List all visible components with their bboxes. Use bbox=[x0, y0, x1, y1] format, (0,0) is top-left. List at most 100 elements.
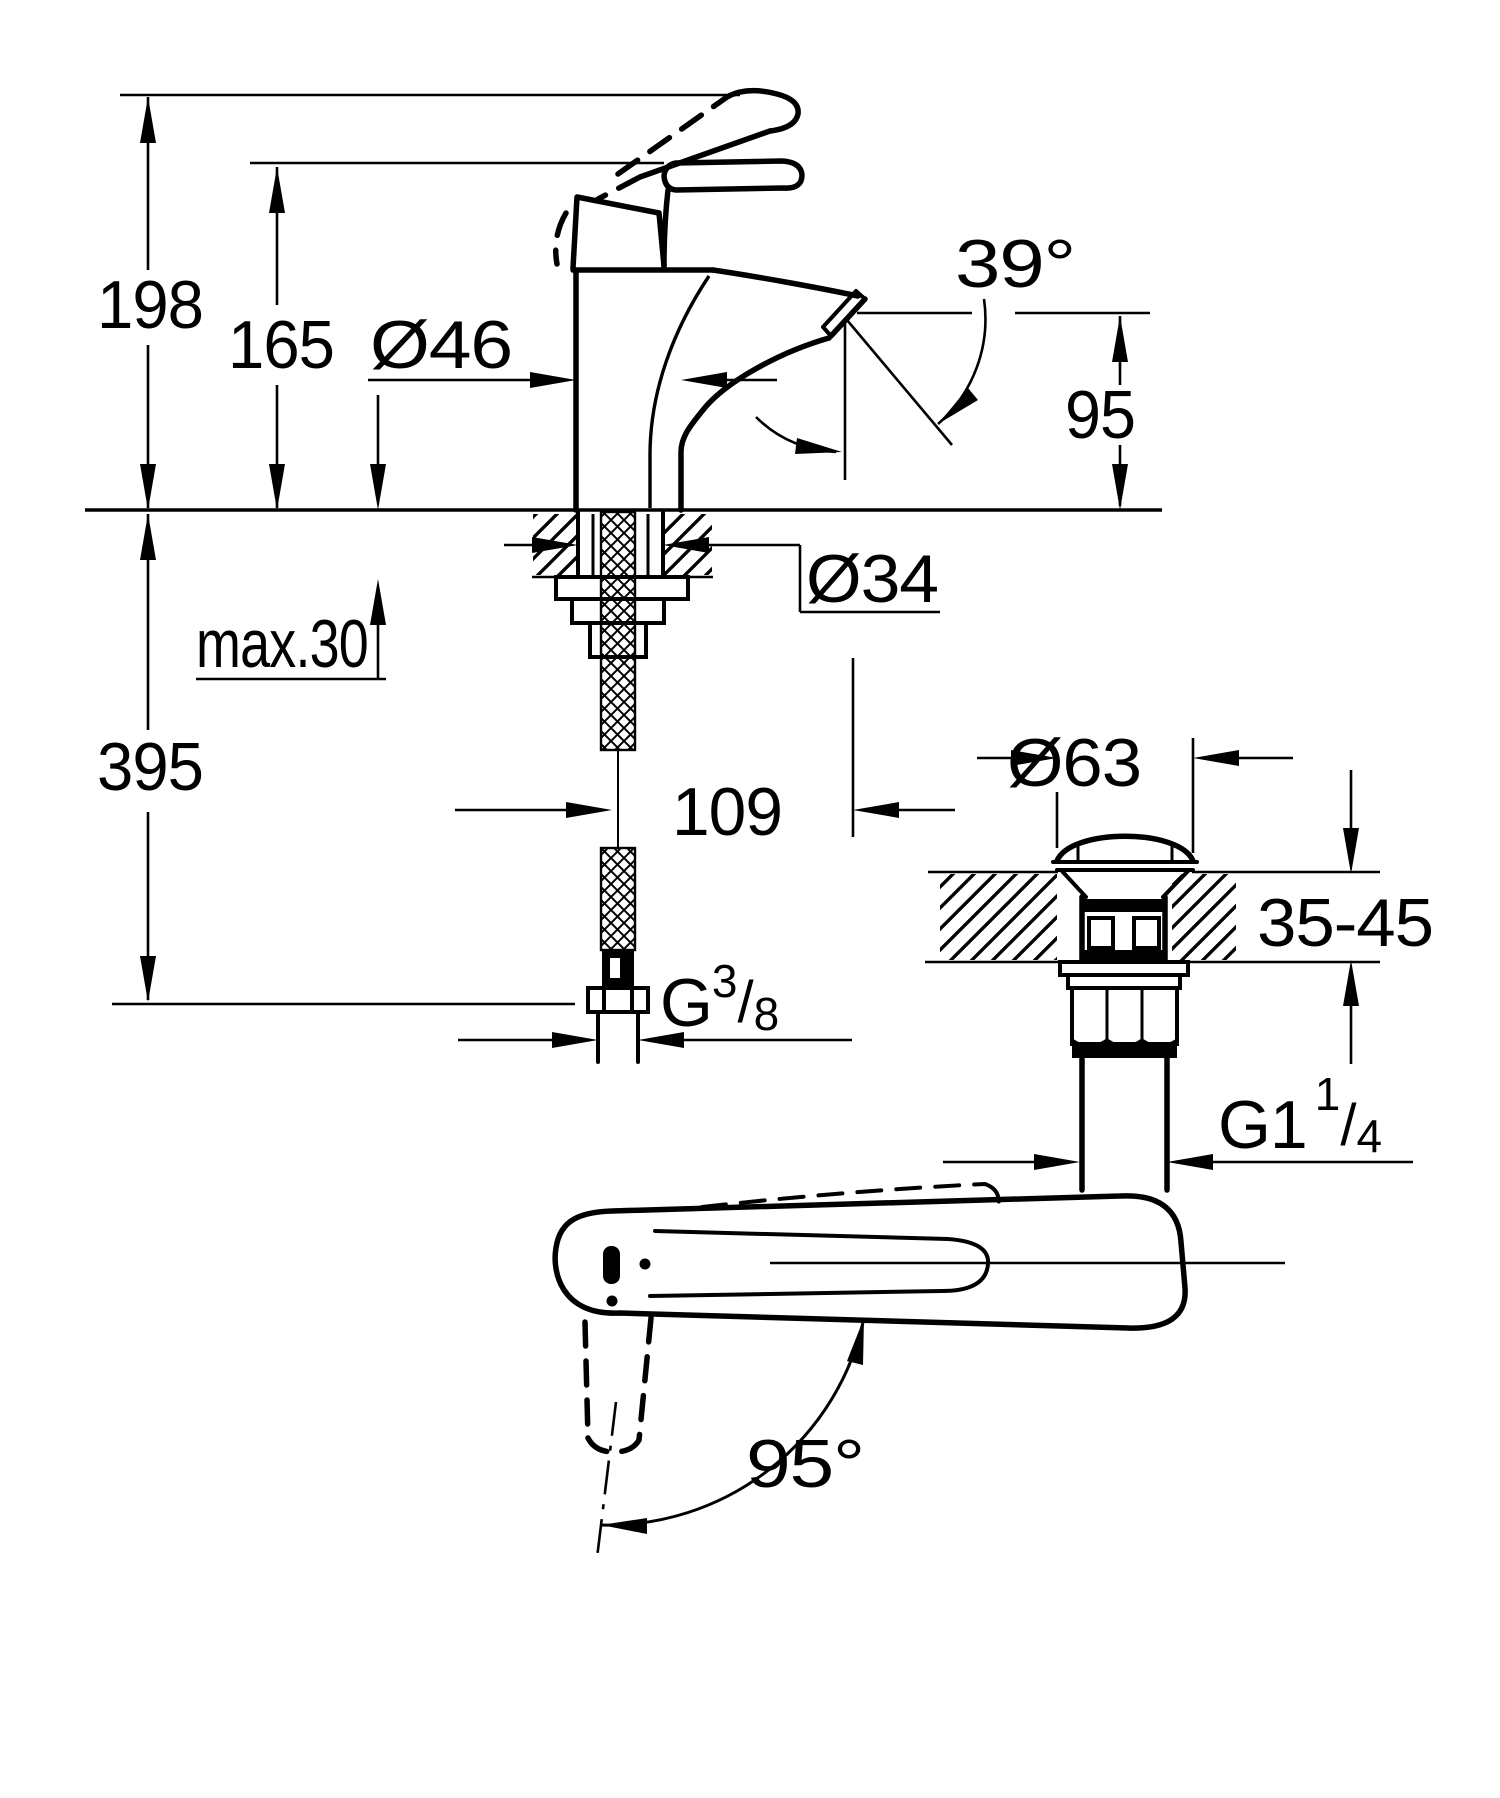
arrowhead-down bbox=[1343, 828, 1359, 874]
arrowhead-up bbox=[269, 167, 285, 213]
arrowhead-right bbox=[530, 372, 576, 388]
lever-knuckle bbox=[661, 187, 671, 269]
waste-band-top bbox=[1082, 899, 1165, 912]
body-spout-intersection bbox=[648, 275, 711, 508]
backnut bbox=[1070, 986, 1179, 1046]
lever-raised-dashed-arc bbox=[552, 210, 569, 267]
dim-max30-label: max.30 bbox=[196, 606, 368, 682]
dimension-dia63: Ø63 bbox=[977, 725, 1293, 853]
arrowhead-left bbox=[853, 802, 899, 818]
dimension-dia34: Ø34 bbox=[504, 537, 940, 617]
dimension-395: 395 bbox=[97, 514, 204, 1002]
dim-395-label: 395 bbox=[97, 729, 203, 805]
arrowhead-right bbox=[1034, 1154, 1080, 1170]
hose-nut bbox=[586, 986, 650, 1014]
handle-rotated-down-dashed bbox=[582, 1315, 654, 1455]
aerator-face-inner bbox=[821, 289, 867, 338]
dimension-max30: max.30 bbox=[196, 395, 386, 682]
arrowhead-arc-top bbox=[847, 1318, 864, 1365]
drain-view: Ø63 bbox=[925, 725, 1434, 1193]
arrowhead-up bbox=[140, 97, 156, 143]
handle-cap-dot bbox=[639, 1258, 651, 1270]
deck-hatch-right bbox=[1172, 874, 1236, 960]
aerator-face-outer bbox=[828, 296, 868, 339]
arrowhead-flow bbox=[795, 438, 842, 454]
arrowhead-down bbox=[1112, 464, 1128, 510]
swivel-arc bbox=[600, 1317, 866, 1527]
waste-band-bottom bbox=[1082, 950, 1165, 962]
arrowhead-up bbox=[1112, 316, 1128, 362]
connection-tube bbox=[596, 1010, 640, 1064]
handle-cap-dot-lower bbox=[606, 1295, 618, 1307]
lever-closed bbox=[661, 158, 805, 193]
arrowhead-down bbox=[140, 464, 156, 510]
dimension-3545: 35-45 bbox=[1257, 770, 1434, 1064]
handle-outline bbox=[552, 1193, 1188, 1331]
deck-hatch-left bbox=[940, 874, 1057, 960]
dim-g38-label: G3/8 bbox=[660, 955, 779, 1041]
waste-window-left bbox=[1087, 916, 1115, 950]
hose-nut-facets bbox=[602, 986, 634, 1014]
arrowhead-left bbox=[663, 537, 709, 553]
shank-inner-lines bbox=[591, 514, 650, 577]
arrowhead-right bbox=[552, 1032, 598, 1048]
arrowhead-right bbox=[566, 802, 612, 818]
handle-centerline bbox=[595, 1401, 618, 1559]
dim-dia63-label: Ø63 bbox=[1007, 725, 1141, 801]
braided-hose-lower bbox=[599, 846, 637, 952]
spout-underside bbox=[678, 335, 832, 513]
dimension-g38: G3/8 bbox=[458, 955, 852, 1048]
arrowhead-down bbox=[269, 464, 285, 510]
tailpipe bbox=[1079, 1055, 1170, 1193]
angle-slanted-line bbox=[846, 319, 953, 446]
plug-underside bbox=[1055, 868, 1195, 899]
waste-window-right bbox=[1132, 916, 1161, 950]
lever-raised-dashed-top bbox=[615, 94, 730, 177]
arrowhead-left bbox=[1167, 1154, 1213, 1170]
dim-39deg-label: 39° bbox=[955, 226, 1075, 302]
arrowhead-arc bbox=[938, 388, 978, 424]
handle-dome bbox=[570, 194, 667, 271]
dim-95deg-label: 95° bbox=[746, 1426, 864, 1502]
arrowhead-up bbox=[140, 514, 156, 560]
dim-198-label: 198 bbox=[97, 267, 203, 343]
arrowhead-up bbox=[1343, 960, 1359, 1006]
dimension-39deg: 39° bbox=[755, 226, 1076, 480]
arrowhead-left bbox=[1193, 750, 1239, 766]
dim-165-label: 165 bbox=[228, 307, 334, 383]
arrowhead-down bbox=[370, 464, 386, 510]
arrowhead-left bbox=[681, 372, 727, 388]
dimension-165: 165 bbox=[228, 167, 335, 510]
arrowhead-arc-bottom bbox=[601, 1518, 647, 1534]
top-view: 95° bbox=[552, 1182, 1285, 1559]
handle-rotated-dashed-top bbox=[700, 1182, 1001, 1210]
dimension-198: 198 bbox=[97, 97, 204, 510]
handle-cap-slot bbox=[603, 1246, 620, 1284]
dim-3545-label: 35-45 bbox=[1257, 885, 1433, 961]
arrowhead-left bbox=[638, 1032, 684, 1048]
arrowhead-right bbox=[1011, 750, 1057, 766]
shank-outer-lines bbox=[576, 510, 665, 579]
arrowhead-right bbox=[532, 537, 578, 553]
arrowhead-up bbox=[370, 579, 386, 625]
dimension-95: 95 bbox=[1065, 316, 1136, 510]
arrowhead-down bbox=[140, 956, 156, 1002]
side-view: 198 165 395 Ø46 bbox=[85, 87, 1162, 1064]
hose-connector-slot bbox=[610, 958, 620, 978]
lever-raised-underside bbox=[637, 128, 773, 180]
leader-line bbox=[709, 543, 940, 614]
braided-hose-upper bbox=[599, 510, 637, 752]
dim-dia34-label: Ø34 bbox=[806, 541, 938, 617]
plug-dome bbox=[1054, 833, 1196, 864]
dimension-109: 109 bbox=[455, 658, 955, 850]
dim-95-label: 95 bbox=[1065, 377, 1135, 453]
dim-dia46-label: Ø46 bbox=[370, 307, 512, 383]
plug-rim-ticks bbox=[1076, 843, 1174, 861]
spout-top-edge bbox=[710, 267, 861, 299]
dimension-95deg: 95° bbox=[600, 1317, 866, 1534]
supply-hose bbox=[586, 510, 650, 1064]
